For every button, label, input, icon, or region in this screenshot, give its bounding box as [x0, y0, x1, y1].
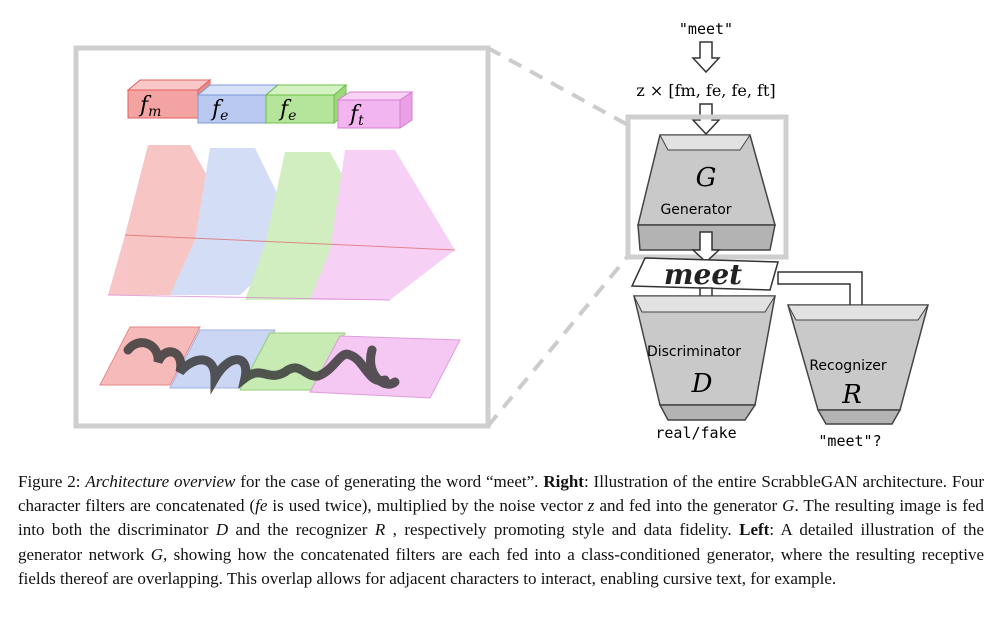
handwritten-meet-left [123, 338, 400, 395]
discriminator-label: Discriminator [647, 344, 741, 360]
caption-s9: , showing how the concatenated filters a… [18, 544, 984, 588]
filter-box-t: ft [336, 91, 414, 129]
caption-s5: . The resulting image is fed into both t… [18, 496, 984, 540]
generated-word-image: meet [630, 257, 779, 291]
generator-symbol: G [696, 163, 717, 193]
recognizer-symbol: R [841, 380, 862, 410]
discriminator-output: real/fake [655, 424, 736, 442]
generator-out-arrow [691, 231, 721, 264]
receptive-fields [108, 145, 455, 300]
caption-left-label: Left [739, 520, 770, 540]
discriminator-symbol: D [691, 369, 713, 399]
caption-s1: for the case of generating the word “mee… [240, 472, 539, 491]
caption-s4: and fed into the generator [594, 496, 783, 516]
caption-d: D [215, 520, 229, 540]
caption-z: z [587, 496, 595, 516]
right-panel: "meet" z × [fm, fe, fe, ft] G Generator … [625, 20, 929, 450]
caption-s3: is used twice), multiplied by the noise … [267, 496, 588, 516]
generator-label: Generator [660, 202, 731, 218]
discriminator-block: Discriminator D [633, 295, 776, 421]
caption-title: Architecture overview [85, 472, 236, 491]
generated-word-text: meet [664, 258, 742, 291]
caption-label: Figure 2: [18, 472, 81, 491]
caption-g2: G [150, 544, 163, 564]
caption-s2: : Illustration of the entire ScrabbleGAN… [18, 472, 985, 516]
caption-r: R [374, 520, 386, 540]
caption-right-label: Right [543, 472, 584, 491]
filter-box-e2: fe [264, 83, 348, 125]
caption-s6: and the recognizer [228, 520, 375, 540]
generator-block: G Generator [637, 134, 776, 251]
caption-s8: : A detailed illustration of the generat… [18, 520, 985, 564]
input-word: "meet" [679, 20, 733, 38]
figure-caption: Figure 2: Architecture overview for the … [18, 470, 984, 591]
architecture-figure: fm fe fe ft [73, 20, 929, 450]
caption-g: G [782, 496, 795, 516]
recognizer-label: Recognizer [809, 358, 887, 374]
input-arrow [691, 41, 721, 74]
caption-s7: , respectively promoting style and data … [385, 520, 732, 540]
noise-expression: z × [fm, fe, fe, ft] [636, 81, 775, 100]
recognizer-block: Recognizer R [787, 304, 929, 425]
left-panel: fm fe fe ft [73, 45, 491, 429]
caption-fe: fe [255, 496, 268, 516]
recognizer-output: "meet"? [818, 432, 881, 450]
